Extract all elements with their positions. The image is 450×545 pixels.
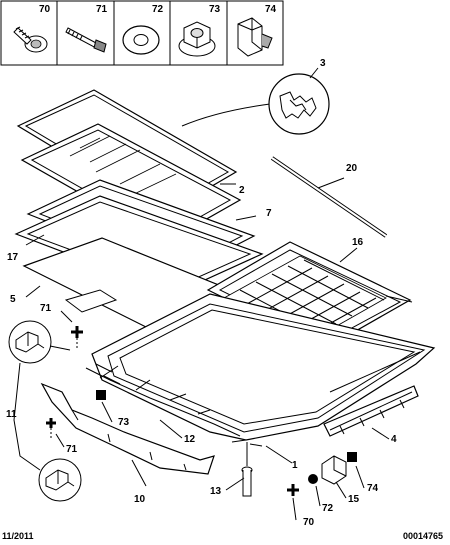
callout-70: 70 [303,517,315,528]
callout-16: 16 [352,237,364,248]
fastener-marker-70 [287,484,299,496]
washer-icon [122,25,160,55]
callout-2: 2 [239,185,245,196]
side-rail [323,385,419,437]
marker-74 [347,452,357,462]
drive-mechanism [85,365,241,437]
fastener-marker-71-upper [71,326,83,350]
header-parts-strip: 70 71 72 73 74 [0,0,284,66]
callout-15: 15 [348,494,360,505]
marker-72 [308,474,318,484]
header-label-71: 71 [96,4,108,15]
screw-icon [13,26,48,53]
fastener-marker-71-lower [46,418,56,440]
marker-73 [96,390,106,400]
callout-5: 5 [10,294,16,305]
pin-13 [241,442,253,497]
lower-rail [40,382,215,475]
callout-3: 3 [320,58,326,69]
flange-nut-icon [178,21,216,57]
clip-15 [321,455,347,485]
header-label-73: 73 [209,4,221,15]
callout-7: 7 [266,208,272,219]
header-label-70: 70 [39,4,51,15]
footer-date: 11/2011 [2,531,34,541]
callout-10: 10 [134,494,146,505]
main-frame [91,293,436,447]
leader-lines [25,177,390,521]
bolt-icon [65,27,107,53]
callout-20: 20 [346,163,358,174]
clip-detail-upper [8,320,71,364]
callout-1: 1 [292,460,298,471]
callout-13: 13 [210,486,222,497]
header-label-74: 74 [265,4,277,15]
callout-72: 72 [322,503,334,514]
footer-code: 00014765 [403,531,443,541]
header-label-72: 72 [152,4,164,15]
trim-strip [270,156,388,238]
callout-17: 17 [7,252,19,263]
seal-profile-detail [181,67,330,135]
callout-12: 12 [184,434,196,445]
callout-73: 73 [118,417,130,428]
callout-11: 11 [6,409,17,420]
callout-74: 74 [367,483,379,494]
callout-71-lower: 71 [66,444,78,455]
callout-71-upper: 71 [40,303,52,314]
clip-icon [237,17,273,57]
clip-detail-lower [38,458,82,502]
callout-4: 4 [391,434,397,445]
